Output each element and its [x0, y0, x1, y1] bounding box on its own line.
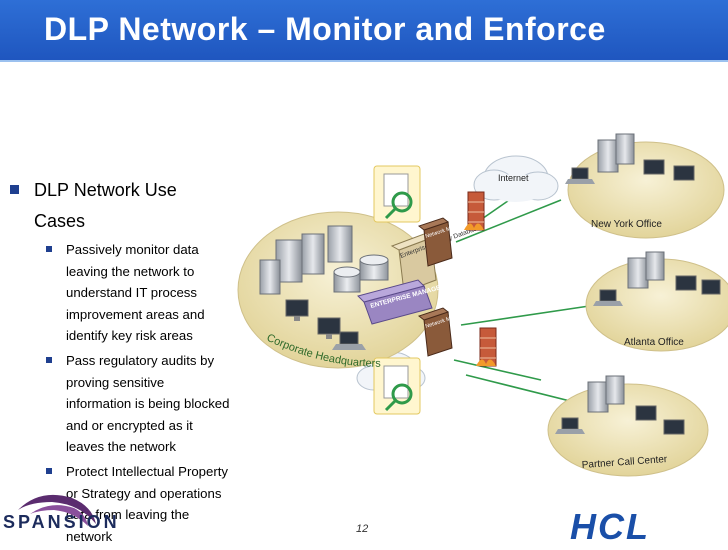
workstation-icon [635, 405, 685, 435]
bullet-main-text: DLP Network Use Cases [34, 180, 177, 231]
firewall-icon [476, 327, 497, 367]
enterprise-manager-box [357, 279, 433, 325]
title-bar: DLP Network – Monitor and Enforce [0, 0, 728, 60]
sub-bullet-3: Protect Intellectual Property or Strateg… [8, 461, 230, 547]
workstation-icon [285, 299, 309, 321]
server-rack-icon [327, 225, 353, 263]
sub-bullet-text: Pass regulatory audits by proving sensit… [66, 352, 230, 455]
sub-bullet-text: Protect Intellectual Property or Strateg… [66, 463, 228, 544]
server-rack-icon [587, 375, 625, 413]
sub-bullet-2: Pass regulatory audits by proving sensit… [8, 350, 230, 458]
magnifier-document-icon [373, 165, 421, 223]
spansion-logo-icon [18, 494, 96, 526]
bullet-list: DLP Network Use Cases Passively monitor … [8, 175, 230, 550]
new-york-office-label: New York Office [591, 219, 662, 230]
square-bullet-icon [10, 185, 19, 194]
network-monitor-box [417, 307, 453, 357]
sub-bullet-1: Passively monitor data leaving the netwo… [8, 239, 230, 347]
laptop-icon [332, 331, 366, 350]
workstation-icon [317, 317, 341, 339]
server-rack-icon [597, 133, 635, 173]
workstation-icon [675, 275, 721, 295]
spansion-logo-text: SPANSION [3, 512, 120, 532]
laptop-icon [565, 167, 595, 184]
firewall-icon [464, 191, 485, 231]
server-rack-icon [627, 251, 665, 289]
page-number: 12 [356, 523, 369, 535]
sub-bullet-text: Passively monitor data leaving the netwo… [66, 242, 205, 344]
square-bullet-icon [46, 467, 52, 474]
workstation-icon [643, 159, 695, 181]
laptop-icon [593, 289, 623, 306]
network-monitor-box [417, 217, 453, 267]
atlanta-office-label: Atlanta Office [624, 337, 684, 348]
network-diagram: Internet Enterprise Security Database EN… [237, 133, 728, 477]
slide-title: DLP Network – Monitor and Enforce [44, 11, 606, 47]
square-bullet-icon [46, 356, 52, 363]
database-icon [333, 254, 389, 293]
bullet-main: DLP Network Use Cases [8, 175, 230, 237]
internet-label: Internet [498, 173, 529, 183]
hcl-logo-text: HCL [570, 508, 650, 542]
hcl-logo-icon: HCL [570, 508, 650, 542]
laptop-icon [555, 417, 585, 434]
magnifier-document-icon [373, 357, 421, 415]
server-rack-icon [259, 233, 325, 295]
square-bullet-icon [46, 246, 52, 252]
title-divider [0, 60, 728, 62]
